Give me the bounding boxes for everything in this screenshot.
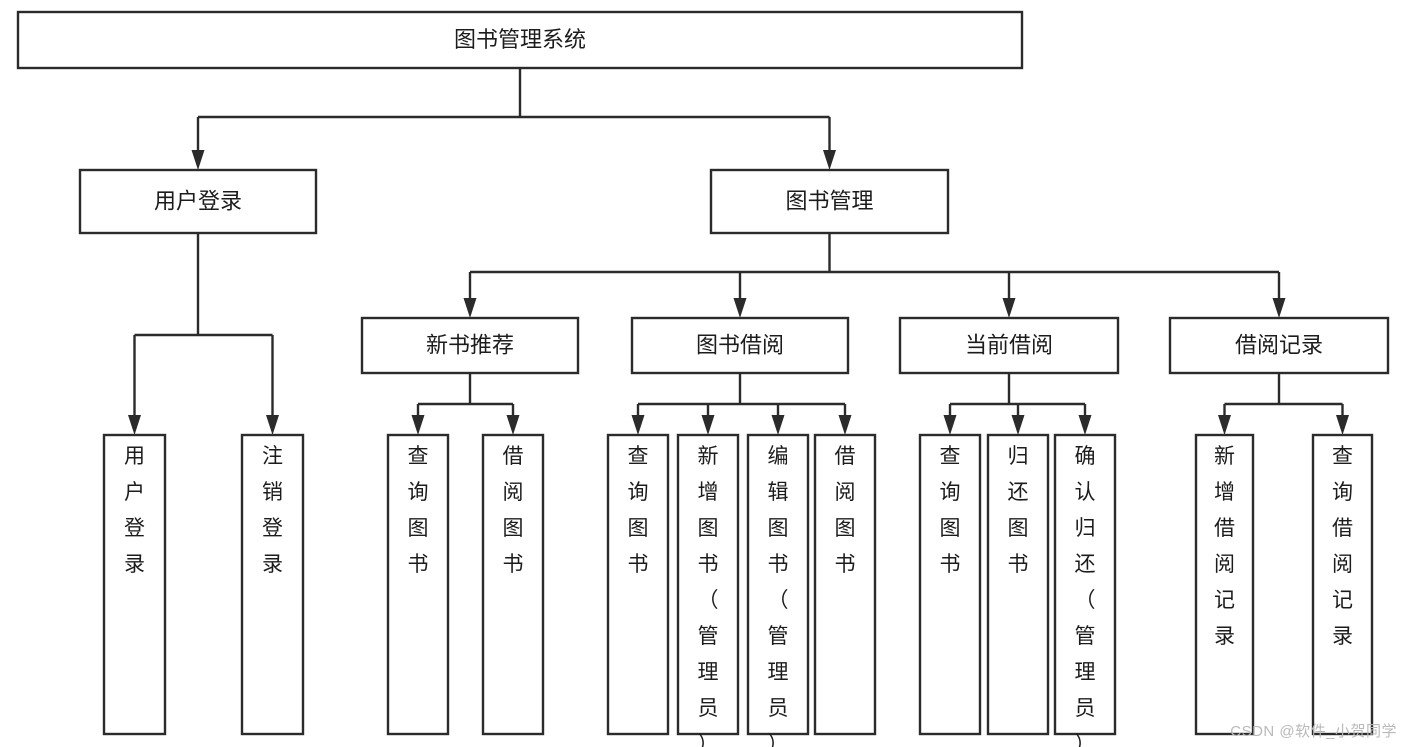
node-layer: 图书管理系统用户登录图书管理新书推荐图书借阅当前借阅借阅记录用户登录注销登录查询…	[16, 10, 1390, 747]
node-box-leaf-query-record[interactable]	[1311, 433, 1374, 736]
node-borrow-record[interactable]: 借阅记录	[1168, 316, 1390, 375]
arrow-head-icon	[506, 415, 520, 435]
edge-group-book-borrow	[631, 373, 852, 435]
node-label-leaf-borrow-book: 借阅图书	[835, 445, 856, 576]
node-leaf-return-book[interactable]: 归还图书	[986, 433, 1050, 736]
node-label-leaf-confirm-return: 确认归还（管理员）	[1075, 445, 1096, 747]
csdn-watermark: CSDN @软件_小贺同学	[1230, 723, 1397, 740]
node-box-current-borrow[interactable]	[898, 316, 1120, 375]
arrow-head-icon	[128, 415, 141, 435]
node-label-user-login: 用户登录	[154, 188, 242, 213]
node-leaf-add-book[interactable]: 新增图书（管理员）	[676, 433, 740, 747]
arrow-head-icon	[1011, 415, 1025, 435]
node-box-leaf-add-record[interactable]	[1194, 433, 1255, 736]
arrow-head-icon	[823, 150, 836, 170]
node-box-leaf-user-login[interactable]	[102, 433, 167, 736]
node-root[interactable]: 图书管理系统	[16, 10, 1024, 70]
arrow-head-icon	[1272, 298, 1286, 318]
edge-group-new-book-rec	[411, 373, 520, 435]
arrow-head-icon	[266, 415, 279, 435]
node-box-new-book-rec[interactable]	[360, 316, 580, 375]
edge-group-root	[191, 68, 836, 170]
connector-layer	[128, 68, 1349, 435]
node-box-root[interactable]	[16, 10, 1024, 70]
arrow-head-icon	[733, 298, 747, 318]
node-label-book-borrow: 图书借阅	[696, 332, 784, 357]
node-box-user-login[interactable]	[78, 168, 318, 235]
node-user-login[interactable]: 用户登录	[78, 168, 318, 235]
node-label-leaf-cur-query: 查询图书	[940, 445, 961, 576]
node-label-new-book-rec: 新书推荐	[426, 332, 514, 357]
edge-group-user-login	[128, 233, 279, 435]
node-label-leaf-rec-query: 查询图书	[408, 445, 429, 576]
node-box-leaf-rec-query[interactable]	[386, 433, 450, 736]
arrow-head-icon	[701, 415, 715, 435]
node-box-leaf-return-book[interactable]	[986, 433, 1050, 736]
node-label-leaf-user-login: 用户登录	[124, 445, 145, 576]
node-book-borrow[interactable]: 图书借阅	[630, 316, 850, 375]
node-box-leaf-rec-borrow[interactable]	[481, 433, 545, 736]
arrow-head-icon	[838, 415, 852, 435]
node-label-leaf-logout: 注销登录	[262, 445, 283, 576]
node-label-book-manage: 图书管理	[785, 188, 873, 213]
arrow-head-icon	[631, 415, 645, 435]
node-book-manage[interactable]: 图书管理	[709, 168, 950, 235]
arrow-head-icon	[1218, 415, 1231, 435]
node-box-leaf-borrow-book[interactable]	[813, 433, 877, 736]
node-leaf-user-login[interactable]: 用户登录	[102, 433, 167, 736]
node-new-book-rec[interactable]: 新书推荐	[360, 316, 580, 375]
node-label-current-borrow: 当前借阅	[965, 332, 1053, 357]
node-box-leaf-edit-book[interactable]	[746, 433, 810, 736]
edge-group-current-borrow	[943, 373, 1092, 435]
edge-group-borrow-record	[1218, 373, 1349, 435]
node-leaf-confirm-return[interactable]: 确认归还（管理员）	[1053, 433, 1117, 747]
node-box-borrow-record[interactable]	[1168, 316, 1390, 375]
node-label-leaf-add-book: 新增图书（管理员）	[698, 445, 719, 747]
node-leaf-rec-borrow[interactable]: 借阅图书	[481, 433, 545, 736]
node-box-book-manage[interactable]	[709, 168, 950, 235]
node-label-borrow-record: 借阅记录	[1235, 332, 1323, 357]
node-box-leaf-cur-query[interactable]	[918, 433, 982, 736]
node-leaf-borrow-query[interactable]: 查询图书	[606, 433, 670, 736]
arrow-head-icon	[1336, 415, 1349, 435]
arrow-head-icon	[943, 415, 957, 435]
node-box-book-borrow[interactable]	[630, 316, 850, 375]
node-label-leaf-add-record: 新增借阅记录	[1214, 445, 1235, 648]
node-leaf-borrow-book[interactable]: 借阅图书	[813, 433, 877, 736]
node-box-leaf-confirm-return[interactable]	[1053, 433, 1117, 736]
edge-group-book-manage	[463, 233, 1286, 318]
node-box-leaf-borrow-query[interactable]	[606, 433, 670, 736]
node-leaf-rec-query[interactable]: 查询图书	[386, 433, 450, 736]
arrow-head-icon	[411, 415, 425, 435]
node-label-leaf-edit-book: 编辑图书（管理员）	[768, 445, 789, 747]
node-leaf-cur-query[interactable]: 查询图书	[918, 433, 982, 736]
arrow-head-icon	[771, 415, 785, 435]
node-leaf-edit-book[interactable]: 编辑图书（管理员）	[746, 433, 810, 747]
arrow-head-icon	[191, 150, 205, 170]
node-current-borrow[interactable]: 当前借阅	[898, 316, 1120, 375]
node-label-leaf-rec-borrow: 借阅图书	[503, 445, 524, 576]
node-box-leaf-add-book[interactable]	[676, 433, 740, 736]
node-leaf-add-record[interactable]: 新增借阅记录	[1194, 433, 1255, 736]
node-label-leaf-borrow-query: 查询图书	[628, 445, 649, 576]
arrow-head-icon	[1078, 415, 1092, 435]
node-box-leaf-logout[interactable]	[240, 433, 305, 736]
node-label-leaf-return-book: 归还图书	[1008, 445, 1029, 576]
node-leaf-query-record[interactable]: 查询借阅记录	[1311, 433, 1374, 736]
node-leaf-logout[interactable]: 注销登录	[240, 433, 305, 736]
arrow-head-icon	[463, 298, 477, 318]
node-label-root: 图书管理系统	[454, 27, 586, 52]
arrow-head-icon	[1002, 298, 1016, 318]
node-label-leaf-query-record: 查询借阅记录	[1332, 445, 1353, 648]
